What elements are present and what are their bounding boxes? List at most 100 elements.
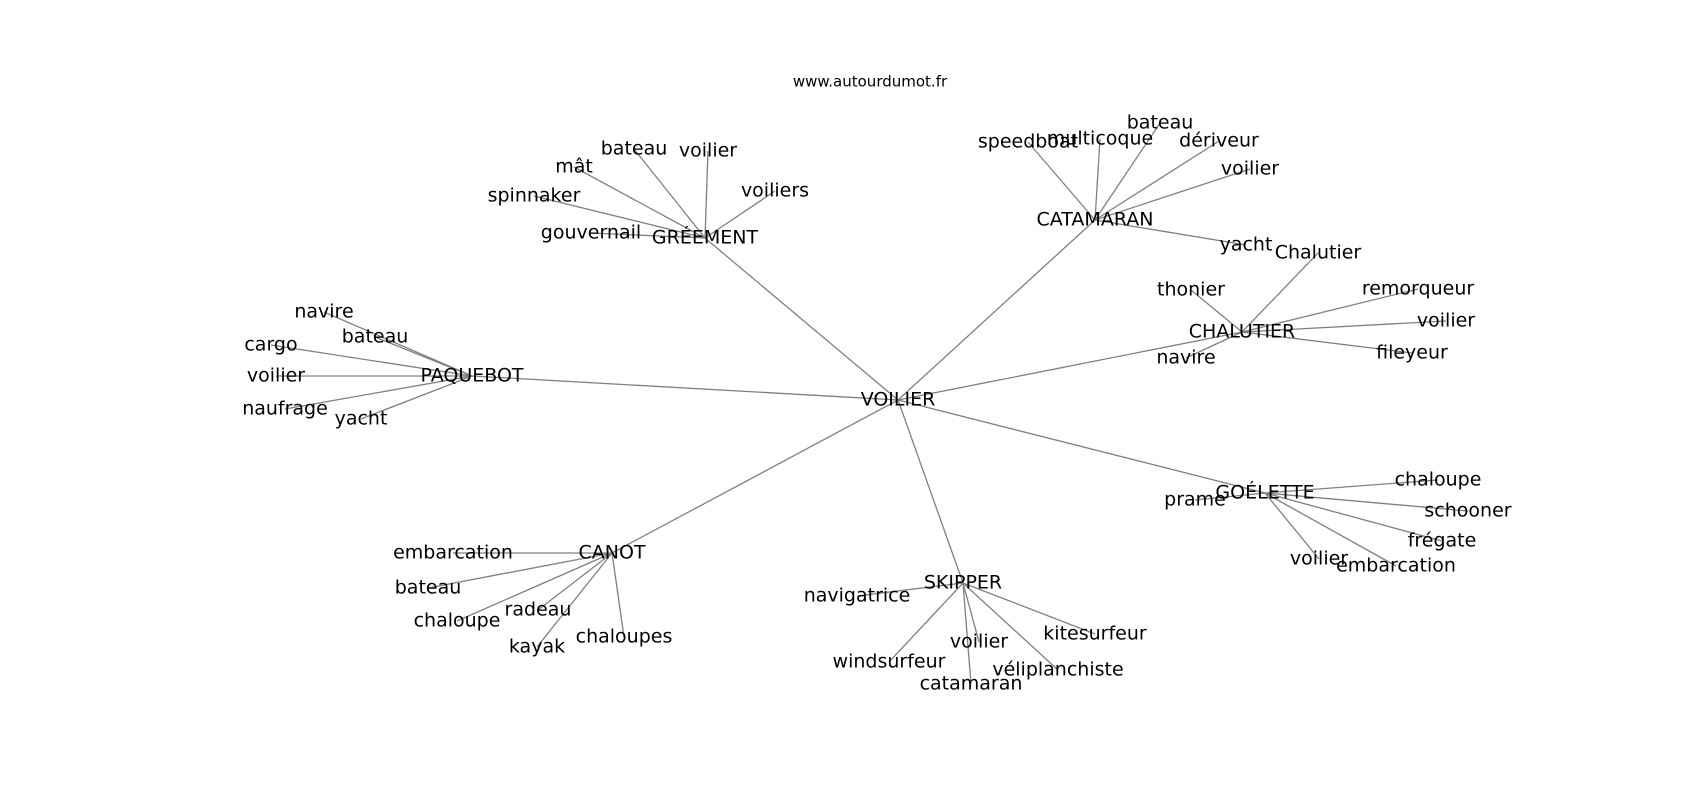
edge-hub-to-leaf xyxy=(323,311,473,377)
edge-hub-to-leaf xyxy=(1264,492,1443,542)
edge-hub-to-leaf xyxy=(1241,320,1447,333)
edge-hub-to-leaf xyxy=(633,148,706,239)
edge-hub-to-leaf xyxy=(1094,140,1220,221)
leaf-node: bateau xyxy=(342,326,409,348)
leaf-node: voilier xyxy=(1290,548,1348,570)
edge-hub-to-leaf xyxy=(1094,219,1247,246)
leaf-node: chaloupe xyxy=(414,610,501,632)
leaf-node: thonier xyxy=(1157,279,1225,301)
hub-node: PAQUEBOT xyxy=(420,365,523,387)
edge-hub-to-leaf xyxy=(1094,138,1101,221)
edge-hub-to-leaf xyxy=(1094,168,1251,221)
leaf-node: schooner xyxy=(1424,500,1511,522)
edge-hub-to-leaf xyxy=(573,166,706,239)
leaf-node: chaloupes xyxy=(576,626,673,648)
leaf-node: voilier xyxy=(247,365,305,387)
edge-hub-to-leaf xyxy=(1094,122,1161,221)
graph-labels: VOILIER GRÉEMENT bateau voilier mât spinnaker… xyxy=(242,112,1512,695)
edge-hub-to-leaf xyxy=(427,552,613,589)
leaf-node: windsurfeur xyxy=(833,651,946,673)
leaf-node: dériveur xyxy=(1179,130,1259,152)
leaf-node: véliplanchiste xyxy=(992,659,1123,681)
edge-hub-to-leaf xyxy=(704,150,709,239)
edge-hub-to-leaf xyxy=(1241,331,1413,354)
edge-hub-to-leaf xyxy=(1264,492,1320,560)
edge-hub-to-leaf xyxy=(1185,331,1243,359)
edge-hub-to-leaf xyxy=(962,582,1059,671)
leaf-node: yacht xyxy=(1220,234,1273,256)
edge-hub-to-leaf xyxy=(611,552,625,638)
edge-center-to-hub xyxy=(897,399,1266,494)
leaf-node: remorqueur xyxy=(1362,278,1475,300)
edge-hub-to-leaf xyxy=(1264,492,1397,567)
leaf-node: gouvernail xyxy=(541,222,641,244)
leaf-node: voilier xyxy=(1417,310,1475,332)
leaf-node: navigatrice xyxy=(804,585,911,607)
edge-hub-to-leaf xyxy=(536,552,613,648)
edge-center-to-hub xyxy=(611,399,899,554)
leaf-node: voilier xyxy=(1221,158,1279,180)
edge-hub-to-leaf xyxy=(888,582,964,663)
edge-hub-to-leaf xyxy=(456,552,613,622)
leaf-node: yacht xyxy=(335,408,388,430)
hub-node: CANOT xyxy=(578,542,645,564)
leaf-node: voiliers xyxy=(741,180,809,202)
edge-hub-to-leaf xyxy=(360,375,473,420)
leaf-node: fileyeur xyxy=(1376,342,1448,364)
edge-hub-to-leaf xyxy=(962,582,980,643)
edge-hub-to-leaf xyxy=(1241,288,1419,333)
edge-hub-to-leaf xyxy=(1264,492,1469,512)
leaf-node: chaloupe xyxy=(1395,469,1482,491)
graph-edges xyxy=(270,122,1469,685)
leaf-node: cargo xyxy=(244,334,297,356)
leaf-node: embarcation xyxy=(1336,555,1456,577)
edge-hub-to-leaf xyxy=(1190,289,1243,333)
leaf-node: multicoque xyxy=(1047,128,1153,150)
edge-hub-to-leaf xyxy=(704,190,776,239)
leaf-node: radeau xyxy=(505,599,572,621)
edge-hub-to-leaf xyxy=(1264,479,1439,494)
edge-hub-to-leaf xyxy=(284,375,473,410)
leaf-node: prame xyxy=(1164,489,1226,511)
edge-center-to-hub xyxy=(704,237,899,401)
edge-hub-to-leaf xyxy=(533,195,706,239)
leaf-node: kitesurfeur xyxy=(1043,623,1147,645)
leaf-node: Chalutier xyxy=(1275,242,1362,264)
leaf-node: navire xyxy=(294,301,353,323)
edge-hub-to-leaf xyxy=(962,582,1096,635)
edge-center-to-hub xyxy=(471,375,899,401)
leaf-node: frégate xyxy=(1408,530,1477,552)
leaf-node: bateau xyxy=(1127,112,1194,134)
edge-hub-to-leaf xyxy=(1241,252,1319,333)
edge-hub-to-leaf xyxy=(590,232,706,239)
leaf-node: bateau xyxy=(601,138,668,160)
hub-node: CATAMARAN xyxy=(1037,209,1154,231)
leaf-node: naufrage xyxy=(242,398,328,420)
edge-hub-to-leaf xyxy=(1194,492,1266,501)
leaf-node: voilier xyxy=(679,140,737,162)
center-node: VOILIER xyxy=(861,389,936,411)
leaf-node: catamaran xyxy=(920,673,1023,695)
hub-node: CHALUTIER xyxy=(1189,321,1296,343)
edge-hub-to-leaf xyxy=(1027,141,1096,221)
edge-hub-to-leaf xyxy=(270,344,473,377)
leaf-node: spinnaker xyxy=(488,185,581,207)
edge-center-to-hub xyxy=(897,399,964,584)
leaf-node: mât xyxy=(555,156,593,178)
edge-hub-to-leaf xyxy=(856,582,964,597)
leaf-node: voilier xyxy=(950,631,1008,653)
leaf-node: kayak xyxy=(509,636,565,658)
edge-hub-to-leaf xyxy=(537,552,613,611)
leaf-node: navire xyxy=(1156,347,1215,369)
hub-node: SKIPPER xyxy=(924,572,1002,594)
edge-hub-to-leaf xyxy=(962,582,972,685)
leaf-node: embarcation xyxy=(393,542,513,564)
hub-node: GOÉLETTE xyxy=(1215,481,1314,504)
hub-node: GRÉEMENT xyxy=(652,226,759,249)
edge-center-to-hub xyxy=(897,331,1243,401)
leaf-node: bateau xyxy=(395,577,462,599)
edge-hub-to-leaf xyxy=(374,336,473,377)
leaf-node: speedboat xyxy=(978,131,1078,153)
